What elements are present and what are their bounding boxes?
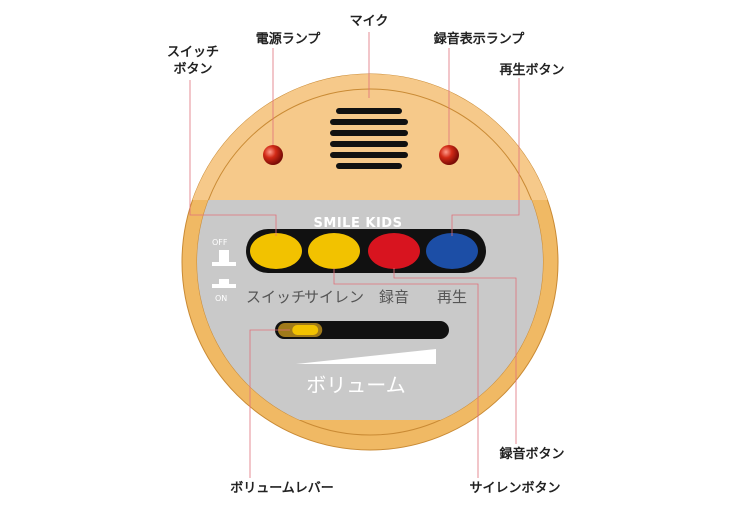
mic-grille	[330, 98, 408, 176]
button-label-switch: スイッチ	[246, 288, 306, 306]
callout-power-lamp: 電源ランプ	[256, 31, 322, 47]
callout-siren-button: サイレンボタン	[469, 480, 560, 496]
callout-play-button: 再生ボタン	[499, 62, 564, 78]
siren-button[interactable]	[308, 233, 360, 269]
button-housing	[246, 229, 486, 273]
brand-logo: SMILE KIDS	[314, 216, 403, 231]
volume-label: ボリューム	[306, 373, 405, 397]
callout-switch-button-line2: ボタン	[173, 61, 212, 77]
power-switch[interactable]: OFF ON	[212, 238, 236, 303]
switch-off-label: OFF	[212, 238, 228, 247]
play-button[interactable]	[426, 233, 478, 269]
volume-ramp	[296, 349, 436, 364]
power-lamp	[263, 145, 283, 165]
callout-switch-button-line1: スイッチ	[167, 45, 219, 60]
volume-slider[interactable]	[275, 321, 449, 339]
switch-on-label: ON	[215, 294, 227, 303]
leader-lines	[189, 32, 520, 478]
rec-button[interactable]	[368, 233, 420, 269]
switch-button[interactable]	[250, 233, 302, 269]
button-label-play: 再生	[437, 288, 467, 306]
button-label-siren: サイレン	[304, 288, 364, 306]
callout-rec-button: 録音ボタン	[499, 446, 564, 462]
callout-rec-lamp: 録音表示ランプ	[434, 31, 526, 47]
rec-lamp	[439, 145, 459, 165]
callout-mic: マイク	[350, 14, 389, 29]
callout-volume-lever: ボリュームレバー	[230, 480, 334, 496]
button-label-rec: 録音	[379, 288, 409, 306]
